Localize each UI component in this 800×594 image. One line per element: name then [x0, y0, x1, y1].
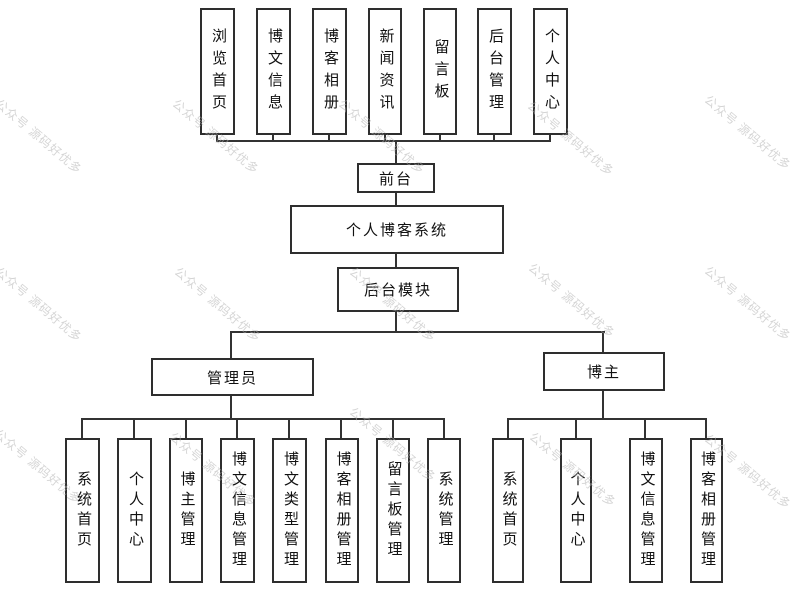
connector-line [81, 420, 83, 438]
connector-line [395, 312, 397, 333]
node-label: 留言板管理 [385, 460, 402, 561]
connector-line [395, 254, 397, 267]
front-module-news: 新闻资讯 [368, 8, 402, 135]
node-front: 前台 [357, 163, 435, 193]
connector-line [644, 420, 646, 438]
connector-line [384, 135, 386, 142]
node-label: 后台管理 [487, 27, 503, 116]
admin-module-blogger-manage: 博主管理 [169, 438, 203, 583]
blogger-module-personal-center: 个人中心 [560, 438, 592, 583]
node-label: 博文类型管理 [282, 450, 298, 571]
connector-line [230, 396, 232, 420]
blogger-module-blog-info-manage: 博文信息管理 [629, 438, 663, 583]
node-label: 博文信息管理 [638, 450, 655, 571]
connector-line [236, 420, 238, 438]
blogger-module-system-home: 系统首页 [492, 438, 524, 583]
connector-line [288, 420, 290, 438]
connector-line [216, 140, 551, 142]
node-label: 系统首页 [75, 470, 91, 551]
watermark-text: 公众号 源码好优多 [525, 260, 618, 341]
connector-line [133, 420, 135, 438]
connector-line [328, 135, 330, 142]
node-backend-module: 后台模块 [337, 267, 459, 312]
connector-line [395, 142, 397, 163]
connector-line [493, 135, 495, 142]
node-label: 博主管理 [178, 470, 195, 551]
admin-module-blog-type-manage: 博文类型管理 [272, 438, 307, 583]
node-label: 浏览首页 [210, 27, 226, 116]
node-label: 前台 [378, 171, 413, 188]
node-label: 个人博客系统 [345, 223, 448, 239]
node-label: 博客相册 [322, 27, 338, 116]
admin-module-system-home: 系统首页 [65, 438, 100, 583]
node-label: 管理员 [206, 370, 258, 387]
node-label: 留言板 [432, 38, 449, 105]
node-label: 后台模块 [363, 283, 432, 299]
front-module-blog-info: 博文信息 [256, 8, 291, 135]
node-label: 博文信息管理 [230, 450, 246, 571]
watermark-text: 公众号 源码好优多 [0, 96, 85, 177]
node-label: 新闻资讯 [377, 27, 394, 116]
connector-line [443, 420, 445, 438]
admin-module-album-manage: 博客相册管理 [325, 438, 359, 583]
connector-line [602, 333, 604, 352]
connector-line [392, 420, 394, 438]
node-label: 博客相册管理 [334, 450, 351, 571]
connector-line [439, 135, 441, 142]
connector-line [340, 420, 342, 438]
connector-line [705, 420, 707, 438]
connector-line [507, 418, 707, 420]
node-label: 博文信息 [266, 27, 282, 116]
connector-line [602, 391, 604, 419]
front-module-browse-home: 浏览首页 [200, 8, 235, 135]
connector-line [230, 333, 232, 358]
node-blogger: 博主 [543, 352, 665, 391]
node-label: 个人中心 [543, 27, 559, 116]
connector-line [575, 420, 577, 438]
admin-module-blog-info-manage: 博文信息管理 [220, 438, 255, 583]
front-module-blog-album: 博客相册 [312, 8, 347, 135]
front-module-backend-manage: 后台管理 [477, 8, 512, 135]
node-label: 个人中心 [568, 470, 585, 551]
node-label: 系统管理 [436, 470, 453, 551]
watermark-text: 公众号 源码好优多 [171, 264, 264, 345]
node-label: 系统首页 [500, 470, 517, 551]
front-module-message-board: 留言板 [423, 8, 457, 135]
node-label: 博客相册管理 [699, 450, 715, 571]
connector-line [507, 420, 509, 438]
watermark-text: 公众号 源码好优多 [0, 264, 85, 345]
blogger-module-album-manage: 博客相册管理 [690, 438, 723, 583]
connector-line [81, 418, 445, 420]
admin-module-personal-center: 个人中心 [117, 438, 152, 583]
front-module-personal-center: 个人中心 [533, 8, 568, 135]
connector-line [185, 420, 187, 438]
connector-line [272, 135, 274, 142]
admin-module-message-manage: 留言板管理 [376, 438, 410, 583]
connector-line [230, 331, 605, 333]
connector-line [395, 193, 397, 205]
watermark-text: 公众号 源码好优多 [701, 263, 794, 344]
connector-line [549, 135, 551, 142]
connector-line [216, 135, 218, 142]
node-system-title: 个人博客系统 [290, 205, 504, 254]
node-label: 个人中心 [127, 470, 143, 551]
node-label: 博主 [586, 365, 621, 381]
node-admin: 管理员 [151, 358, 314, 396]
admin-module-system-manage: 系统管理 [427, 438, 461, 583]
watermark-text: 公众号 源码好优多 [701, 92, 794, 173]
